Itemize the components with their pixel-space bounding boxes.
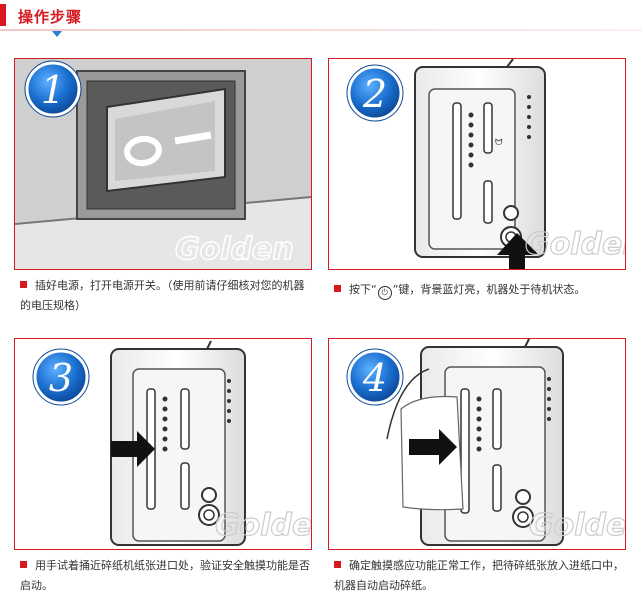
header-pointer-icon <box>52 31 62 37</box>
step-1-caption: 插好电源，打开电源开关。（使用前请仔细核对您的机器的电压规格） <box>20 276 310 316</box>
step-3-illustration: Golden 3 <box>14 338 312 550</box>
step-1-illustration: Golden 1 <box>14 58 312 270</box>
bullet-icon <box>334 561 341 568</box>
svg-text:Golden: Golden <box>525 227 625 262</box>
step-number: 2 <box>362 72 387 116</box>
step-1-text: 插好电源，打开电源开关。（使用前请仔细核对您的机器的电压规格） <box>20 279 305 312</box>
step-4-caption: 确定触摸感应功能正常工作，把待碎纸张放入进纸口中，机器自动启动碎纸。 <box>334 556 624 596</box>
step-2-caption: 按下“⏻”键，背景蓝灯亮，机器处于待机状态。 <box>334 280 624 300</box>
step-number: 1 <box>41 68 65 112</box>
bullet-icon <box>334 285 341 292</box>
section-title: 操作步骤 <box>18 8 83 26</box>
svg-text:ᗢ: ᗢ <box>495 138 503 148</box>
svg-text:Golden: Golden <box>215 508 311 543</box>
step-4-illustration: Golden 4 <box>328 338 626 550</box>
header-divider <box>0 29 642 31</box>
step-4-text: 确定触摸感应功能正常工作，把待碎纸张放入进纸口中，机器自动启动碎纸。 <box>334 559 624 592</box>
step-2-illustration: ᗢ Golden 2 <box>328 58 626 270</box>
bullet-icon <box>20 281 27 288</box>
header-accent-bar <box>0 4 6 26</box>
watermark-text: Golden <box>175 232 294 267</box>
step-number: 4 <box>362 356 387 400</box>
step-number: 3 <box>49 356 73 400</box>
step-3-text: 用手试着捅近碎纸机纸张进口处，验证安全触摸功能是否启动。 <box>20 559 310 592</box>
svg-text:Golden: Golden <box>529 508 625 543</box>
bullet-icon <box>20 561 27 568</box>
power-icon: ⏻ <box>377 286 392 300</box>
step-3-caption: 用手试着捅近碎纸机纸张进口处，验证安全触摸功能是否启动。 <box>20 556 310 596</box>
section-header: 操作步骤 <box>0 0 642 37</box>
